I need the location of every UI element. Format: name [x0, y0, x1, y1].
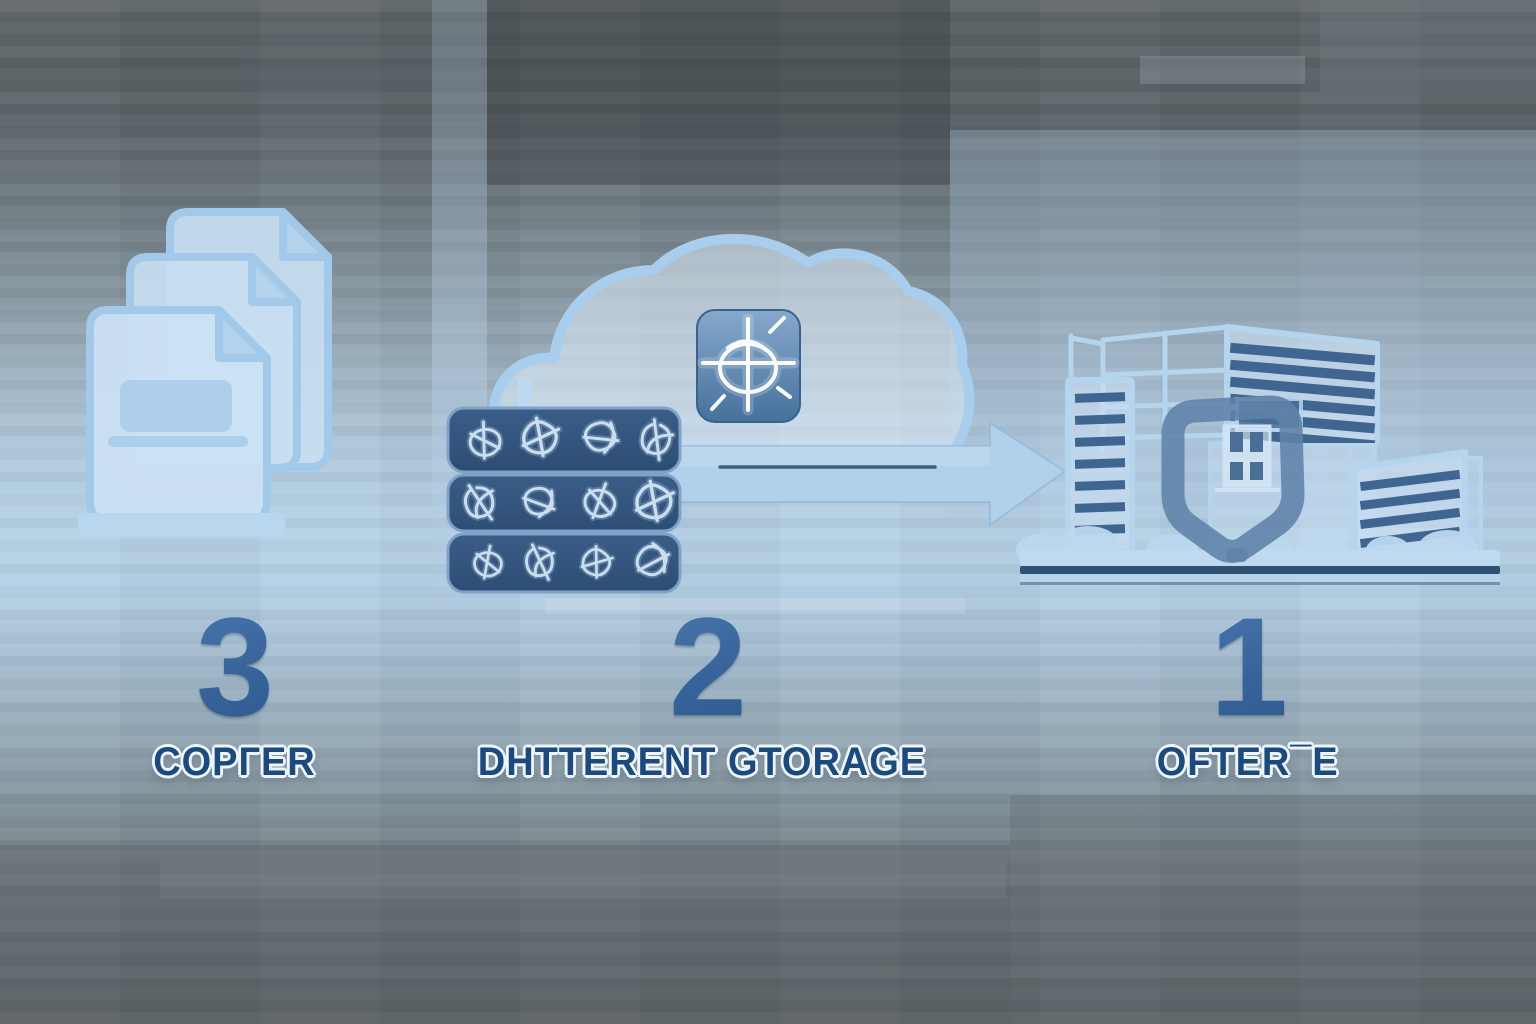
bg-patch: [1320, 0, 1536, 92]
step-number-copies: 3: [124, 597, 344, 737]
server-stack-icon: [446, 406, 682, 594]
step-label-copies: COPГER: [0, 740, 494, 785]
bg-patch: [1010, 795, 1536, 1024]
document-content-detail: [108, 380, 248, 447]
bg-patch: [160, 862, 1006, 898]
step-number-offsite: 1: [1138, 597, 1358, 737]
offsite-buildings-group: [1016, 324, 1500, 585]
shield-inner-windows: [1215, 424, 1280, 492]
server-unit: [446, 532, 682, 594]
document-tray: [78, 513, 285, 537]
arrow-right-icon: [666, 421, 1067, 527]
step-label-copies-text: COPГER: [152, 740, 316, 784]
bg-patch: [240, 40, 480, 102]
step-label-storage: DHTTERENT GTORAGE: [442, 740, 962, 785]
bg-patch: [0, 845, 1010, 1024]
buildings-icon: [1016, 324, 1500, 585]
step-label-storage-text: DHTTERENT GTORAGE: [477, 740, 927, 784]
server-unit: [446, 473, 682, 533]
bg-patch: [1140, 56, 1305, 84]
step-number-storage: 2: [597, 597, 817, 737]
left-tower: [1065, 377, 1135, 555]
cloud-storage-group: [446, 233, 1067, 594]
server-unit: [446, 406, 682, 474]
documents-stack-icon: [78, 208, 332, 537]
step-label-offsite-text: OFTER¯E: [1157, 740, 1339, 784]
globe-tile-icon: [696, 309, 801, 423]
step-label-offsite: OFTER¯E: [988, 740, 1508, 785]
cloud-server-connector: [518, 378, 532, 412]
bg-patch: [487, 0, 950, 185]
ground-platform: [1020, 550, 1500, 585]
shield-icon: [1161, 395, 1305, 563]
